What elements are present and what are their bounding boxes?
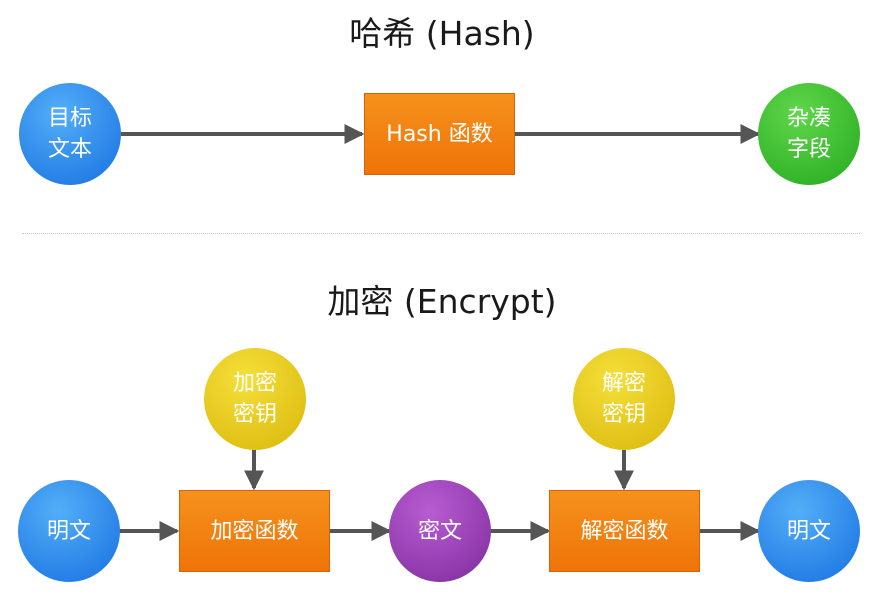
encrypt-section-title: 加密 (Encrypt) <box>327 282 557 321</box>
hash-section-title: 哈希 (Hash) <box>349 14 535 53</box>
target-text-node: 目标 文本 <box>19 83 121 185</box>
hash-function-node: Hash 函数 <box>364 93 515 175</box>
section-divider <box>22 233 860 234</box>
decrypt-key-node: 解密 密钥 <box>573 348 675 450</box>
ciphertext-node: 密文 <box>389 480 491 582</box>
plaintext-input-node: 明文 <box>18 480 120 582</box>
encrypt-function-node: 加密函数 <box>179 490 330 572</box>
hash-output-node: 杂凑 字段 <box>758 83 860 185</box>
plaintext-output-node: 明文 <box>758 480 860 582</box>
encrypt-key-node: 加密 密钥 <box>204 348 306 450</box>
decrypt-function-node: 解密函数 <box>549 490 700 572</box>
